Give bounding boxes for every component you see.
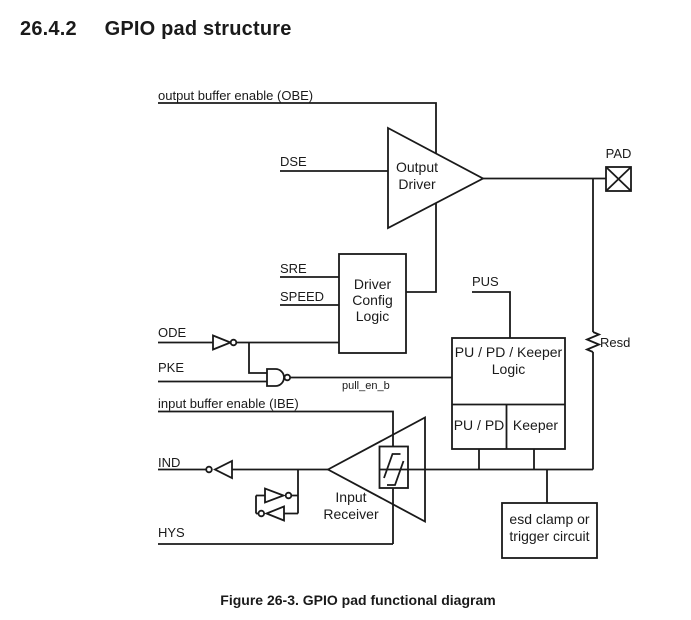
label-esd-clamp-1: esd clamp or: [509, 511, 589, 527]
label-hys: HYS: [158, 525, 185, 540]
ode-inverter-bubble: [229, 338, 238, 347]
section-title: GPIO pad structure: [104, 18, 292, 40]
schmitt-symbol: [378, 445, 593, 489]
label-output-driver-1: Output: [396, 159, 438, 175]
wire-ode-branch: [248, 342, 267, 374]
label-pad: PAD: [606, 146, 632, 161]
pull-nand-gate: [266, 368, 291, 387]
latch-back-inverter: [264, 505, 285, 522]
latch-fwd-bubble: [284, 491, 293, 500]
label-pupd-keeper-2: Logic: [492, 361, 525, 377]
ode-inverter-triangle: [212, 334, 233, 351]
label-speed: SPEED: [280, 289, 324, 304]
pu-pd-keeper-logic-box: [451, 337, 566, 450]
wires: [158, 102, 606, 545]
label-pke: PKE: [158, 360, 184, 375]
labels: output buffer enable (OBE) DSE SRE SPEED…: [158, 88, 631, 544]
label-dse: DSE: [280, 154, 307, 169]
ind-inverter: [205, 459, 233, 480]
section-heading: 26.4.2 GPIO pad structure: [20, 18, 292, 41]
latch-fwd-inverter: [264, 487, 287, 504]
pad-cross: [605, 166, 632, 192]
wire-ibe: [158, 410, 394, 544]
ind-inverter-triangle: [212, 459, 233, 480]
label-output-driver-2: Driver: [398, 176, 436, 192]
label-driver-config-3: Logic: [356, 308, 389, 324]
pupd-keeper-outline: [451, 337, 566, 450]
latch-back-bubble: [257, 509, 265, 518]
label-driver-config-2: Config: [352, 292, 392, 308]
label-driver-config-1: Driver: [354, 276, 392, 292]
nand-body: [266, 368, 285, 387]
label-input-receiver-1: Input: [335, 489, 366, 505]
pad-symbol: [605, 166, 632, 192]
nand-bubble: [283, 373, 291, 382]
label-input-receiver-2: Receiver: [323, 506, 379, 522]
figure-caption: Figure 26-3. GPIO pad functional diagram: [220, 592, 496, 608]
schmitt-curve: [383, 453, 405, 486]
label-ode: ODE: [158, 325, 187, 340]
label-pus: PUS: [472, 274, 499, 289]
latch-wires: [255, 469, 299, 515]
label-pull-en-b: pull_en_b: [342, 380, 390, 392]
section-number: 26.4.2: [20, 18, 77, 40]
schmitt-box: [378, 445, 409, 489]
resistor-resd: [584, 331, 602, 353]
label-obe: output buffer enable (OBE): [158, 88, 313, 103]
output-driver-triangle: [387, 126, 485, 230]
label-ibe: input buffer enable (IBE): [158, 396, 299, 411]
keeper-latch: [255, 469, 299, 522]
esd-clamp-box: [501, 502, 598, 559]
label-sre: SRE: [280, 261, 307, 276]
label-keeper-cell: Keeper: [513, 417, 558, 433]
ode-inverter: [212, 334, 238, 351]
label-pupd-keeper-1: PU / PD / Keeper: [455, 344, 563, 360]
wire-pus: [472, 291, 511, 338]
driver-config-logic-box: [338, 253, 407, 354]
ind-inverter-bubble: [205, 465, 213, 474]
label-ind: IND: [158, 455, 180, 470]
label-pupd-cell: PU / PD: [454, 417, 505, 433]
label-esd-clamp-2: trigger circuit: [509, 528, 589, 544]
label-resd: Resd: [600, 335, 630, 350]
